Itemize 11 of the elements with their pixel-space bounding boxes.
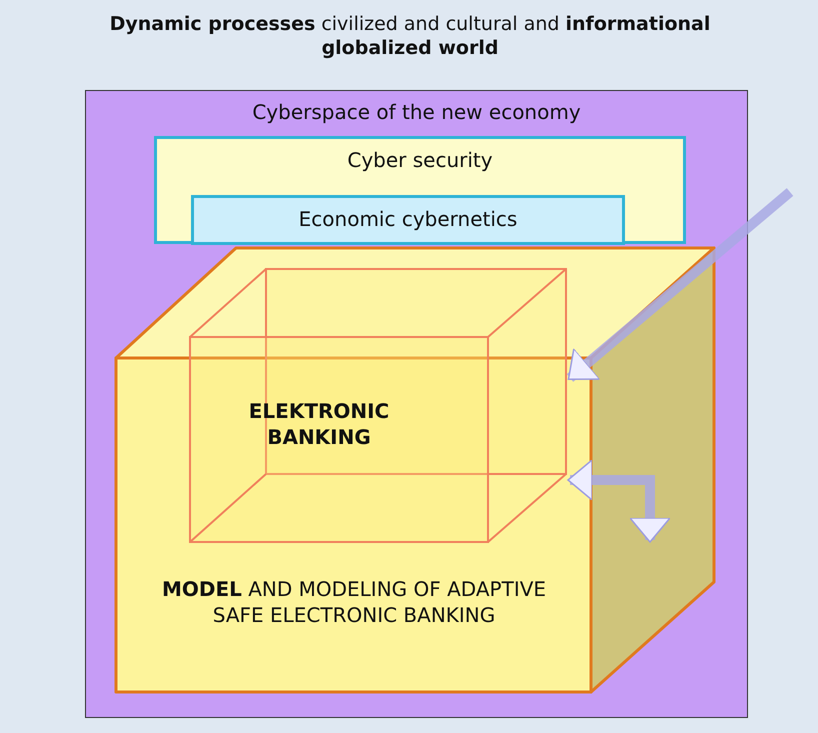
diagram-title: Dynamic processes civilized and cultural and informational globalized world bbox=[108, 12, 712, 60]
node-label: Economic cybernetics bbox=[298, 206, 518, 232]
inner-panel bbox=[191, 195, 625, 245]
node-label: Cyberspace of the new economy bbox=[251, 99, 582, 125]
arrow bbox=[566, 188, 794, 382]
node-label: ELEKTRONIC BANKING bbox=[248, 398, 390, 450]
inner-panel bbox=[154, 136, 686, 244]
arrow bbox=[567, 459, 671, 543]
node-label: MODEL AND MODELING OF ADAPTIVE SAFE ELECTRONIC BANKING bbox=[160, 576, 548, 628]
outer-panel bbox=[85, 90, 748, 718]
node-label: Cyber security bbox=[346, 147, 494, 173]
